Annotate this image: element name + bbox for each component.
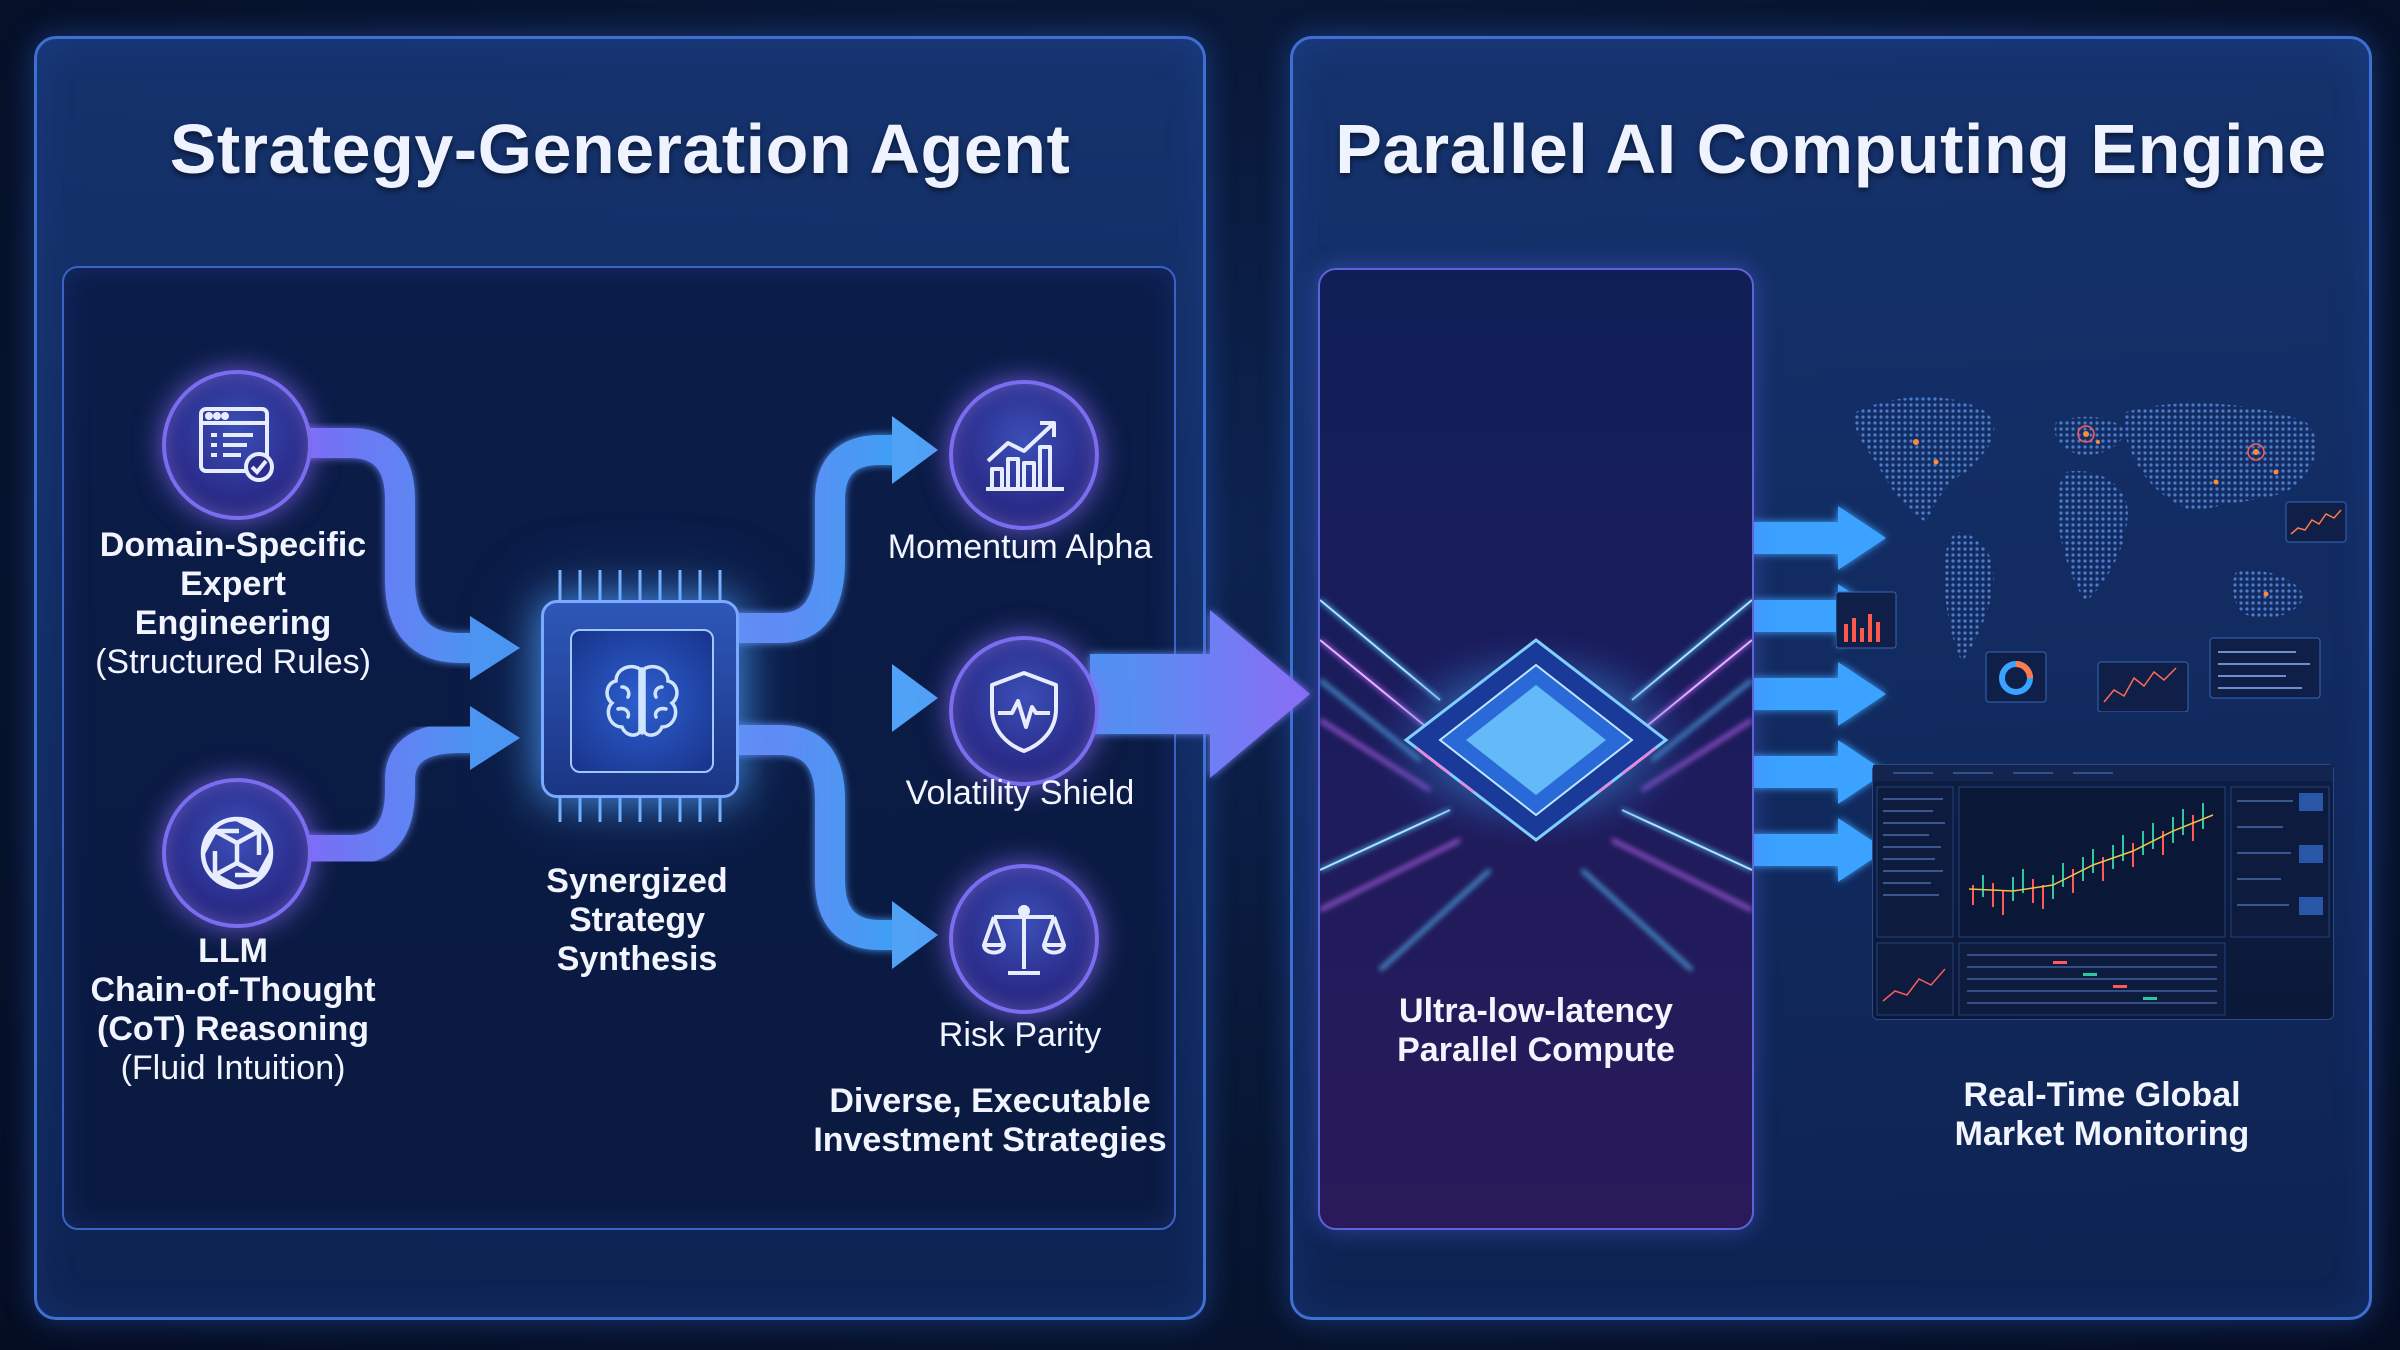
expert-label-line-2: Expert xyxy=(180,565,286,604)
market-monitoring-caption: Real-Time Global Market Monitoring xyxy=(1872,1076,2332,1154)
world-map-screen xyxy=(1835,372,2348,713)
expert-label-subtitle: (Structured Rules) xyxy=(95,643,371,682)
synthesis-label: Synergized Strategy Synthesis xyxy=(500,862,774,979)
synthesis-label-line-2: Strategy xyxy=(568,901,706,940)
arrow-head-risk xyxy=(892,901,938,969)
monitoring-caption-line-1: Real-Time Global xyxy=(1963,1076,2241,1114)
parallel-computing-title: Parallel AI Computing Engine xyxy=(1335,110,2327,188)
growth-chart-icon xyxy=(986,421,1064,491)
compute-caption-line-2: Parallel Compute xyxy=(1397,1031,1675,1070)
neural-knot-icon xyxy=(200,816,274,890)
arrow-llm-to-synthesis xyxy=(300,723,478,865)
synthesis-chip-core xyxy=(570,629,714,773)
llm-reasoning-label: LLM Chain-of-Thought (CoT) Reasoning (Fl… xyxy=(60,932,406,1088)
document-checklist-icon xyxy=(199,407,274,482)
expert-label-line-3: Engineering xyxy=(134,604,332,643)
momentum-alpha-label: Momentum Alpha xyxy=(887,528,1153,566)
compute-caption: Ultra-low-latency Parallel Compute xyxy=(1320,992,1752,1070)
synthesis-chip xyxy=(541,600,739,798)
arrow-to-momentum xyxy=(735,435,900,643)
strategies-caption-line-2: Investment Strategies xyxy=(813,1121,1167,1160)
llm-label-subtitle: (Fluid Intuition) xyxy=(120,1049,346,1088)
investment-strategies-caption: Diverse, Executable Investment Strategie… xyxy=(800,1082,1180,1160)
arrow-agent-to-engine xyxy=(1090,610,1310,778)
trading-dashboard-screen xyxy=(1872,764,2334,1020)
arrow-head-momentum xyxy=(892,416,938,484)
monitoring-caption-line-2: Market Monitoring xyxy=(1954,1115,2250,1154)
compute-caption-line-1: Ultra-low-latency xyxy=(1399,992,1673,1030)
balance-scale-icon xyxy=(982,905,1066,975)
synthesis-label-line-3: Synthesis xyxy=(556,940,718,979)
expert-engineering-icon-circle xyxy=(162,370,312,520)
risk-parity-label: Risk Parity xyxy=(938,1016,1102,1054)
expert-label-line-1: Domain-Specific xyxy=(99,526,367,564)
shield-pulse-icon xyxy=(990,671,1058,753)
volatility-shield-icon-circle xyxy=(949,636,1099,786)
strategies-caption-line-1: Diverse, Executable xyxy=(829,1082,1151,1120)
trading-dashboard-illustration xyxy=(1873,765,2333,1016)
volatility-shield-label: Volatility Shield xyxy=(905,774,1135,812)
processor-glow-illustration xyxy=(1320,330,1752,972)
llm-label-line-1: LLM xyxy=(198,932,268,970)
arrow-expert-to-synthesis xyxy=(300,428,478,663)
arrow-to-risk xyxy=(735,725,900,950)
llm-label-line-3: (CoT) Reasoning xyxy=(97,1010,369,1049)
brain-chip-icon xyxy=(605,664,679,737)
llm-label-line-2: Chain-of-Thought xyxy=(90,971,376,1010)
arrow-head-llm xyxy=(470,706,520,770)
arrow-head-volatility xyxy=(892,664,938,732)
arrow-head-expert xyxy=(470,616,520,680)
synthesis-label-line-1: Synergized xyxy=(546,862,728,900)
llm-reasoning-icon-circle xyxy=(162,778,312,928)
strategy-generation-title: Strategy-Generation Agent xyxy=(169,110,1071,188)
risk-parity-icon-circle xyxy=(949,864,1099,1014)
world-map-illustration xyxy=(1835,397,2347,713)
parallel-compute-visual: Ultra-low-latency Parallel Compute xyxy=(1318,268,1754,1230)
momentum-alpha-icon-circle xyxy=(949,380,1099,530)
expert-engineering-label: Domain-Specific Expert Engineering (Stru… xyxy=(60,526,406,682)
